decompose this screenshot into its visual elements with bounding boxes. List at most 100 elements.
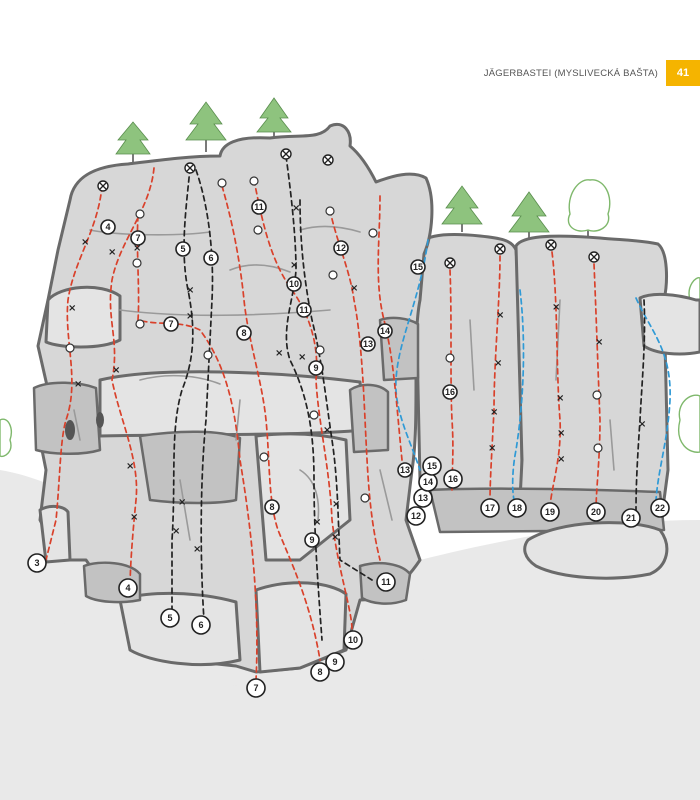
route-label-15: 15 <box>422 456 442 476</box>
route-label-top-15: 15 <box>410 259 426 275</box>
ring-icon <box>259 452 269 462</box>
anchor-icon <box>545 239 557 251</box>
route-label-14: 14 <box>418 472 438 492</box>
route-label-21: 21 <box>621 508 641 528</box>
tree-icon <box>441 185 483 232</box>
bolt-icon: × <box>193 544 201 555</box>
route-label-top-10: 10 <box>286 276 302 292</box>
bolt-icon: × <box>186 311 194 322</box>
route-label-top-9: 9 <box>308 360 324 376</box>
route-label-mid-8: 8 <box>264 499 280 515</box>
route-line-7 <box>136 215 258 681</box>
route-label-top-4: 4 <box>100 219 116 235</box>
route-label-7: 7 <box>246 678 266 698</box>
route-line-12 <box>329 209 381 561</box>
route-line-3 <box>45 185 103 561</box>
bolt-icon: × <box>496 310 504 321</box>
route-label-4: 4 <box>118 578 138 598</box>
anchor-icon <box>588 251 600 263</box>
route-label-top-13: 13 <box>360 336 376 352</box>
bolt-icon: × <box>290 260 298 271</box>
svg-text:10: 10 <box>348 635 358 645</box>
tree-icon <box>508 191 550 242</box>
svg-text:9: 9 <box>313 363 318 373</box>
ring-icon <box>592 390 602 400</box>
ground-path <box>0 590 700 800</box>
route-label-22: 22 <box>650 498 670 518</box>
ring-icon <box>325 206 335 216</box>
route-line-6 <box>195 169 214 621</box>
ring-icon <box>203 350 213 360</box>
svg-text:10: 10 <box>289 279 299 289</box>
svg-text:15: 15 <box>427 461 437 471</box>
blue-routes <box>395 239 671 501</box>
bolt-icon: × <box>178 497 186 508</box>
svg-text:20: 20 <box>591 507 601 517</box>
bolt-icon: × <box>313 517 321 528</box>
svg-text:6: 6 <box>208 253 213 263</box>
bolt-icon: × <box>130 512 138 523</box>
route-labels: 4 7 7 5 6 11 10 11 8 9 12 13 14 15 16 8 … <box>27 199 670 698</box>
svg-text:11: 11 <box>381 577 391 587</box>
route-label-top-8: 8 <box>236 325 252 341</box>
anchor-icon <box>184 162 196 174</box>
route-line-10 <box>253 179 353 631</box>
route-line-8 <box>221 185 321 661</box>
ring-icon <box>65 343 75 353</box>
route-label-20: 20 <box>586 502 606 522</box>
route-label-12: 12 <box>406 506 426 526</box>
route-line-16 <box>449 269 454 491</box>
tree-icon <box>0 418 12 458</box>
route-label-8: 8 <box>310 662 330 682</box>
bolt-icon: × <box>323 425 331 436</box>
bolt-icon: × <box>331 532 339 543</box>
bolt-icon: × <box>490 407 498 418</box>
route-label-19: 19 <box>540 502 560 522</box>
ring-icon <box>217 178 227 188</box>
bolt-icon: × <box>557 454 565 465</box>
route-label-5: 5 <box>160 608 180 628</box>
route-line-18 <box>511 289 525 501</box>
route-label-top-11: 11 <box>251 199 267 215</box>
svg-text:12: 12 <box>411 511 421 521</box>
svg-text:4: 4 <box>125 583 130 593</box>
route-label-mid-13: 13 <box>397 462 413 478</box>
ring-icon <box>328 270 338 280</box>
svg-text:7: 7 <box>135 233 140 243</box>
bolt-icon: × <box>350 283 358 294</box>
tree-icon <box>567 179 611 238</box>
tree-icon <box>185 101 227 152</box>
page-number-badge: 41 <box>666 60 700 86</box>
svg-text:4: 4 <box>105 222 110 232</box>
svg-text:14: 14 <box>423 477 433 487</box>
route-label-mid-7: 7 <box>163 316 179 332</box>
bolt-icon: × <box>108 247 116 258</box>
svg-text:9: 9 <box>332 657 337 667</box>
ring-icon <box>593 443 603 453</box>
route-label-mid-11: 11 <box>296 302 312 318</box>
anchors <box>97 148 600 269</box>
red-routes <box>45 167 601 681</box>
svg-text:13: 13 <box>363 339 373 349</box>
tree-icon <box>678 394 700 453</box>
svg-text:5: 5 <box>180 244 185 254</box>
svg-text:22: 22 <box>655 503 665 513</box>
bolt-icon: × <box>133 243 141 254</box>
route-label-mid-9: 9 <box>304 532 320 548</box>
svg-text:8: 8 <box>241 328 246 338</box>
route-label-top-7: 7 <box>130 230 146 246</box>
bolt-icon: × <box>112 365 120 376</box>
svg-text:11: 11 <box>254 202 264 212</box>
route-line-15 <box>395 239 429 471</box>
svg-text:15: 15 <box>413 262 423 272</box>
route-line-14 <box>377 195 403 461</box>
route-line-11 <box>299 199 373 581</box>
bolt-icon: × <box>292 203 300 214</box>
svg-text:7: 7 <box>168 319 173 329</box>
bolt-icon: × <box>556 393 564 404</box>
svg-text:11: 11 <box>299 305 309 315</box>
svg-text:19: 19 <box>545 507 555 517</box>
anchor-icon <box>97 180 109 192</box>
page-header: JÄGERBASTEI (MYSLIVECKÁ BAŠTA) 41 <box>484 60 700 86</box>
ring-icon <box>315 345 325 355</box>
